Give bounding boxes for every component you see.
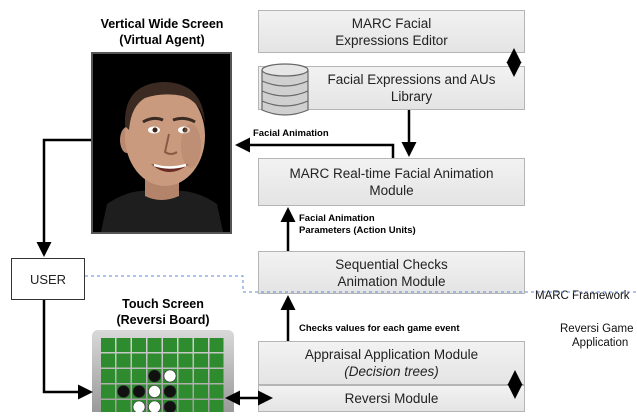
facial-animation-arrow <box>235 137 395 158</box>
touch-screen-title: Touch Screen <box>122 297 204 311</box>
board-cell <box>132 369 146 383</box>
sequential-checks-box: Sequential Checks Animation Module <box>258 251 525 294</box>
agent-to-user-arrow <box>36 138 91 257</box>
reversi-board <box>101 338 224 414</box>
touch-screen-heading: Touch Screen (Reversi Board) <box>88 296 238 328</box>
vertical-screen-subtitle: (Virtual Agent) <box>119 33 205 47</box>
facial-animation-arrow-label: Facial Animation <box>253 128 329 139</box>
board-cell <box>101 400 115 414</box>
params-label-line2: Parameters (Action Units) <box>299 225 416 236</box>
board-cell <box>116 353 131 368</box>
board-cell <box>147 338 162 352</box>
library-label-line2: Library <box>390 89 433 104</box>
marc-facial-expressions-editor-box: MARC Facial Expressions Editor <box>258 10 525 53</box>
board-cell <box>194 338 208 352</box>
database-icon <box>261 63 309 116</box>
params-label-line1: Facial Animation <box>299 213 375 224</box>
editor-label-line1: MARC Facial <box>351 15 432 31</box>
touch-screen-subtitle: (Reversi Board) <box>116 313 210 327</box>
board-cell <box>163 353 177 368</box>
board-cell <box>194 384 208 399</box>
board-cell <box>209 400 224 414</box>
black-disc <box>132 385 146 398</box>
reversi-board-screen <box>92 330 234 414</box>
appraisal-decision-trees: Decision trees <box>348 364 435 379</box>
vertical-screen-title: Vertical Wide Screen <box>100 17 224 31</box>
realtime-label-line2: Module <box>369 183 414 198</box>
virtual-agent-screen <box>91 52 232 234</box>
board-cell <box>101 353 115 368</box>
board-cell <box>178 400 193 414</box>
realtime-label-line1: MARC Real-time Facial Animation <box>289 166 494 181</box>
board-cell <box>194 353 208 368</box>
reversi-game-application-label: Reversi Game Application <box>560 322 634 350</box>
vertical-screen-heading: Vertical Wide Screen (Virtual Agent) <box>82 16 242 48</box>
board-cell <box>116 369 131 383</box>
sequential-label-line2: Animation Module <box>337 273 446 289</box>
board-cell <box>178 338 193 352</box>
framework-separator-line <box>85 275 637 293</box>
white-disc <box>148 385 161 398</box>
reversi-game-line2: Application <box>572 337 629 349</box>
board-cell <box>163 338 177 352</box>
board-cell <box>132 353 146 368</box>
virtual-agent-face <box>93 54 230 232</box>
user-to-board-arrow <box>42 300 93 400</box>
board-cell <box>178 369 193 383</box>
board-cell <box>178 353 193 368</box>
board-cell <box>209 369 224 383</box>
board-cell <box>209 384 224 399</box>
appraisal-application-box: Appraisal Application Module (Decision t… <box>258 341 525 385</box>
appraisal-label-line2: (Decision trees) <box>344 364 439 379</box>
board-cell <box>209 338 224 352</box>
reversi-game-line1: Reversi Game <box>560 323 634 335</box>
reversi-module-box: Reversi Module <box>258 385 525 412</box>
library-label-line1: Facial Expressions and AUs <box>327 72 496 87</box>
marc-framework-label: MARC Framework <box>535 290 630 302</box>
board-cell <box>147 353 162 368</box>
appraisal-label-line1: Appraisal Application Module <box>304 347 479 362</box>
user-label: USER <box>29 271 67 287</box>
board-cell <box>101 369 115 383</box>
board-cell <box>209 353 224 368</box>
editor-label-line2: Expressions Editor <box>335 32 448 48</box>
board-cell <box>101 384 115 399</box>
board-cell <box>194 369 208 383</box>
white-disc <box>163 369 177 383</box>
board-cell <box>194 400 208 414</box>
black-disc <box>148 369 161 383</box>
board-cell <box>132 338 146 352</box>
board-cell <box>178 384 193 399</box>
marc-realtime-facial-animation-box: MARC Real-time Facial Animation Module <box>258 158 525 206</box>
board-cell <box>101 338 115 352</box>
board-cell <box>116 338 131 352</box>
user-box: USER <box>11 258 85 300</box>
board-cell <box>116 400 131 414</box>
checks-arrow-label: Checks values for each game event <box>299 323 460 334</box>
sequential-label-line1: Sequential Checks <box>335 256 448 272</box>
params-arrow-label: Facial Animation Parameters (Action Unit… <box>299 213 416 237</box>
black-disc <box>117 385 130 398</box>
black-disc <box>163 385 177 398</box>
reversi-module-label: Reversi Module <box>344 391 439 406</box>
